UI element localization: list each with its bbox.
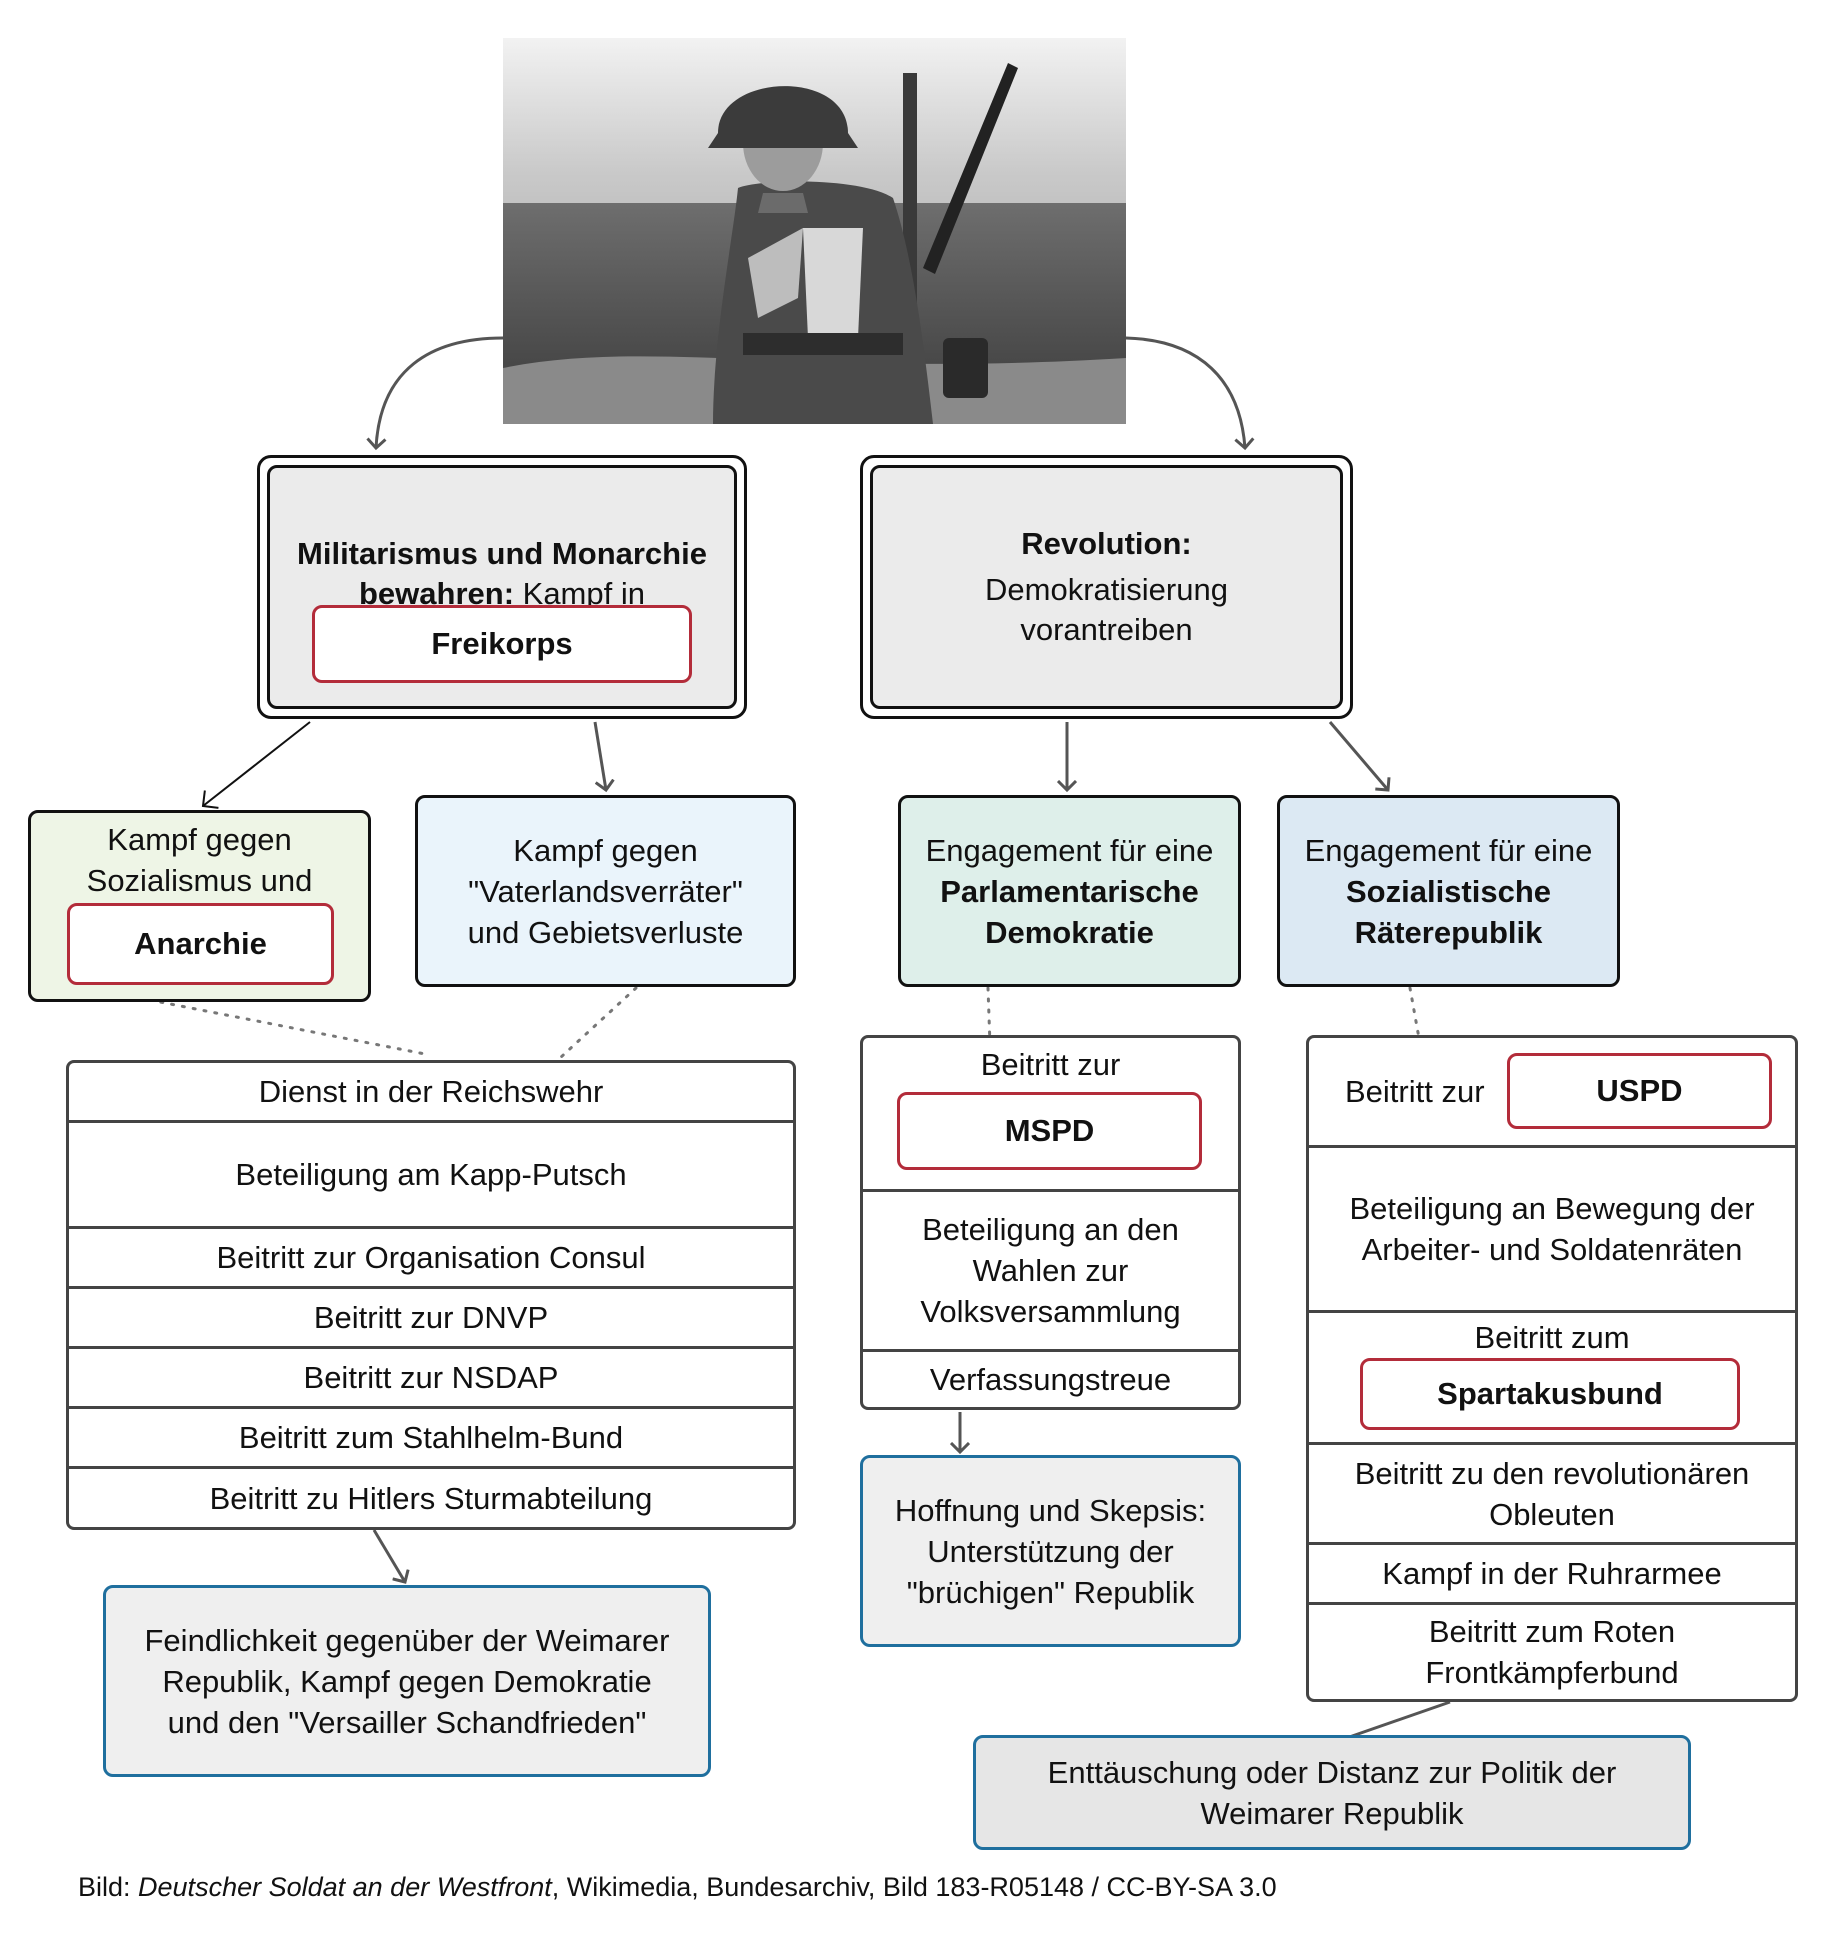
uspd-label: USPD: [1596, 1073, 1683, 1108]
right-row6-line1: Beitritt zum Roten: [1428, 1614, 1676, 1649]
dotted-anarchie-list: [148, 998, 432, 1057]
outcome-hope-box: Hoffnung und Skepsis: Unterstützung der …: [860, 1455, 1241, 1647]
mid-row2-line1: Beteiligung an den: [922, 1212, 1179, 1247]
raeterepublik-box: Engagement für eine Sozialistische Räter…: [1277, 795, 1620, 987]
outcome-mid-line3: "brüchigen" Republik: [906, 1574, 1195, 1610]
outcome-left-line2: Republik, Kampf gegen Demokratie: [162, 1663, 652, 1699]
list-item: Beitritt zur DNVP: [69, 1289, 793, 1349]
freikorps-label: Freikorps: [431, 626, 573, 661]
spartakusbund-tag: Spartakusbund: [1360, 1358, 1740, 1430]
militarism-heading: Militarismus und Monarchie bewahren: Kam…: [270, 534, 734, 614]
left-item-2: Beitritt zur Organisation Consul: [216, 1240, 646, 1275]
vaterland-line1: Kampf gegen: [513, 832, 698, 868]
list-item: Beitritt zum Stahlhelm-Bund: [69, 1409, 793, 1469]
list-item: Beteiligung am Kapp-Putsch: [69, 1123, 793, 1229]
revolution-line2: vorantreiben: [1020, 612, 1193, 647]
left-item-6: Beitritt zu Hitlers Sturmabteilung: [209, 1480, 653, 1516]
right-row6-line2: Frontkämpferbund: [1425, 1655, 1679, 1690]
outcome-left-line3: und den "Versailler Schandfrieden": [167, 1704, 647, 1740]
list-item: Beitritt zur: [1309, 1038, 1795, 1148]
right-row3-text: Beitritt zum: [1474, 1320, 1630, 1355]
anarchie-line2: Sozialismus und: [86, 863, 313, 898]
arrow-to-raete: [1328, 721, 1388, 790]
dotted-parl-list: [986, 986, 992, 1047]
image-caption: Bild: Deutscher Soldat an der Westfront,…: [78, 1872, 1277, 1903]
anarchie-tag: Anarchie: [67, 903, 334, 985]
outcome-right-line2: Weimarer Republik: [1200, 1795, 1464, 1831]
outcome-left-line1: Feindlichkeit gegenüber der Weimarer: [144, 1622, 670, 1658]
vaterland-box: Kampf gegen "Vaterlandsverräter" und Geb…: [415, 795, 796, 987]
right-row4-line1: Beitritt zu den revolutionären: [1354, 1455, 1750, 1491]
raete-line1: Engagement für eine: [1304, 832, 1593, 868]
left-item-3: Beitritt zur DNVP: [313, 1300, 549, 1335]
parl-line1: Engagement für eine: [925, 832, 1214, 868]
outcome-hostility-box: Feindlichkeit gegenüber der Weimarer Rep…: [103, 1585, 711, 1777]
list-item: Beitritt zum: [1309, 1313, 1795, 1445]
outcome-disappointment-box: Enttäuschung oder Distanz zur Politik de…: [973, 1735, 1691, 1850]
outcome-mid-line1: Hoffnung und Skepsis:: [894, 1492, 1207, 1528]
freikorps-tag: Freikorps: [312, 605, 692, 683]
list-item: Beitritt zu den revolutionären Obleuten: [1309, 1445, 1795, 1545]
militarism-heading-bold: Militarismus und Monarchie bewahren:: [297, 536, 707, 611]
list-item: Beitritt zur NSDAP: [69, 1349, 793, 1409]
vaterland-line2: "Vaterlandsverräter": [468, 873, 743, 909]
soldier-photo: [503, 38, 1126, 424]
outcome-mid-line2: Unterstützung der: [927, 1533, 1174, 1569]
mid-row1-text: Beitritt zur: [980, 1047, 1121, 1082]
parlamentarische-box: Engagement für eine Parlamentarische Dem…: [898, 795, 1241, 987]
arrow-to-vaterland: [593, 721, 606, 790]
arrow-photo-left: [376, 336, 504, 448]
right-row4-line2: Obleuten: [1489, 1496, 1615, 1532]
anarchie-label: Anarchie: [134, 926, 267, 961]
arrow-photo-right: [1125, 336, 1245, 448]
list-item: Dienst in der Reichswehr: [69, 1063, 793, 1123]
list-item: Kampf in der Ruhrarmee: [1309, 1545, 1795, 1605]
mid-row2-line2: Wahlen zur: [972, 1253, 1129, 1288]
right-row2-line1: Beteiligung an Bewegung der: [1349, 1191, 1755, 1226]
list-item: Verfassungstreue: [863, 1352, 1238, 1407]
left-item-4: Beitritt zur NSDAP: [303, 1360, 559, 1395]
list-item: Beitritt zur Organisation Consul: [69, 1229, 793, 1289]
revolution-box: Revolution: Demokratisierung vorantreibe…: [860, 455, 1353, 719]
left-activity-list: Dienst in der Reichswehr Beteiligung am …: [66, 1060, 796, 1530]
caption-prefix: Bild:: [78, 1872, 139, 1902]
list-item: Beteiligung an Bewegung der Arbeiter- un…: [1309, 1148, 1795, 1313]
left-item-1: Beteiligung am Kapp-Putsch: [235, 1157, 627, 1192]
arrow-to-outcome-left: [372, 1529, 405, 1582]
raete-bold2: Räterepublik: [1354, 914, 1543, 950]
left-item-0: Dienst in der Reichswehr: [258, 1074, 604, 1109]
mid-row3: Verfassungstreue: [929, 1362, 1172, 1397]
arrow-to-anarchie: [201, 721, 311, 809]
right-row1-text: Beitritt zur: [1345, 1074, 1485, 1109]
raete-bold1: Sozialistische: [1345, 873, 1552, 909]
list-item: Beteiligung an den Wahlen zur Volksversa…: [863, 1192, 1238, 1352]
outcome-right-line1: Enttäuschung oder Distanz zur Politik de…: [1047, 1754, 1617, 1790]
list-item: Beitritt zum Roten Frontkämpferbund: [1309, 1605, 1795, 1699]
left-item-5: Beitritt zum Stahlhelm-Bund: [238, 1420, 624, 1455]
spartakusbund-label: Spartakusbund: [1437, 1376, 1663, 1411]
caption-title: Deutscher Soldat an der Westfront: [138, 1872, 552, 1902]
mid-row2-line3: Volksversammlung: [920, 1294, 1181, 1329]
anarchie-line1: Kampf gegen: [107, 822, 292, 857]
list-item: Beitritt zur: [863, 1038, 1238, 1192]
parl-bold2: Demokratie: [985, 914, 1154, 950]
dotted-vaterland-list: [558, 986, 638, 1060]
caption-suffix: , Wikimedia, Bundesarchiv, Bild 183-R051…: [551, 1872, 1277, 1902]
right-row2-line2: Arbeiter- und Soldatenräten: [1361, 1232, 1743, 1267]
parl-bold1: Parlamentarische: [940, 873, 1199, 909]
list-item: Beitritt zu Hitlers Sturmabteilung: [69, 1469, 793, 1527]
mspd-tag: MSPD: [897, 1092, 1202, 1170]
vaterland-line3: und Gebietsverluste: [467, 914, 744, 950]
revolution-heading: Revolution:: [1021, 526, 1192, 561]
right-row5: Kampf in der Ruhrarmee: [1382, 1556, 1722, 1591]
mspd-label: MSPD: [1004, 1113, 1095, 1148]
revolution-line1: Demokratisierung: [985, 572, 1228, 607]
uspd-tag: USPD: [1507, 1053, 1772, 1129]
